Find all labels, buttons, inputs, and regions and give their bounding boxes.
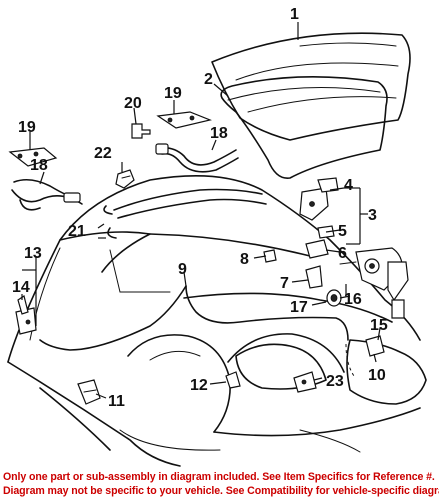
callout-15: 15 xyxy=(370,317,388,334)
weatherstrip[interactable] xyxy=(220,76,388,179)
callout-13: 13 xyxy=(24,245,42,262)
callout-9: 9 xyxy=(178,261,187,278)
callout-18-right: 18 xyxy=(210,125,228,142)
callout-5: 5 xyxy=(338,223,347,240)
callout-23: 23 xyxy=(326,373,344,390)
clip-part-12[interactable] xyxy=(225,371,241,389)
disclaimer-line-1: Only one part or sub-assembly in diagram… xyxy=(3,471,435,483)
callout-3: 3 xyxy=(368,207,377,224)
opener-lever[interactable] xyxy=(15,295,37,335)
callout-1: 1 xyxy=(290,6,299,23)
parts-diagram: 1 2 3 4 5 6 7 8 9 10 11 12 13 14 15 16 1… xyxy=(7,6,427,467)
lock-cylinder[interactable] xyxy=(339,247,409,319)
callout-14: 14 xyxy=(12,279,30,296)
cable-guide-part-23[interactable] xyxy=(293,371,317,393)
trunk-lid[interactable] xyxy=(211,32,411,141)
callout-11: 11 xyxy=(108,393,125,410)
disclaimer-footer: Only one part or sub-assembly in diagram… xyxy=(0,469,441,500)
callout-18-left: 18 xyxy=(30,157,48,174)
callout-22: 22 xyxy=(94,145,112,162)
clip-part-8[interactable] xyxy=(263,249,277,263)
car-body xyxy=(7,174,427,467)
hinge-bracket-left[interactable] xyxy=(8,147,58,167)
striker-part[interactable] xyxy=(365,335,385,357)
callout-10: 10 xyxy=(368,367,386,384)
bracket-part-7[interactable] xyxy=(305,265,323,289)
disclaimer-line-2: Diagram may not be specific to your vehi… xyxy=(3,485,439,497)
torsion-bars[interactable] xyxy=(103,188,267,239)
grommet-part-17[interactable] xyxy=(326,289,342,307)
callout-17: 17 xyxy=(290,299,308,316)
hinge-bracket-right[interactable] xyxy=(156,111,212,129)
callout-19-left: 19 xyxy=(18,119,36,136)
stopper-part[interactable] xyxy=(115,169,135,189)
callout-19-right: 19 xyxy=(164,85,182,102)
handle-part-11[interactable] xyxy=(77,379,101,405)
hinge-right[interactable] xyxy=(155,143,239,173)
hinge-left[interactable] xyxy=(11,178,83,211)
callout-16: 16 xyxy=(344,291,362,308)
callout-4: 4 xyxy=(344,177,353,194)
callout-7: 7 xyxy=(280,275,289,292)
leader-lines xyxy=(21,22,381,399)
callout-8: 8 xyxy=(240,251,249,268)
callout-20: 20 xyxy=(124,95,142,112)
release-cable[interactable] xyxy=(39,285,355,377)
callout-2: 2 xyxy=(204,71,213,88)
callout-21: 21 xyxy=(68,223,86,240)
callout-12: 12 xyxy=(190,377,208,394)
bolt-part[interactable] xyxy=(131,123,151,139)
callout-6: 6 xyxy=(338,245,347,262)
callout-numbers: 1 2 3 4 5 6 7 8 9 10 11 12 13 14 15 16 1… xyxy=(12,6,388,410)
